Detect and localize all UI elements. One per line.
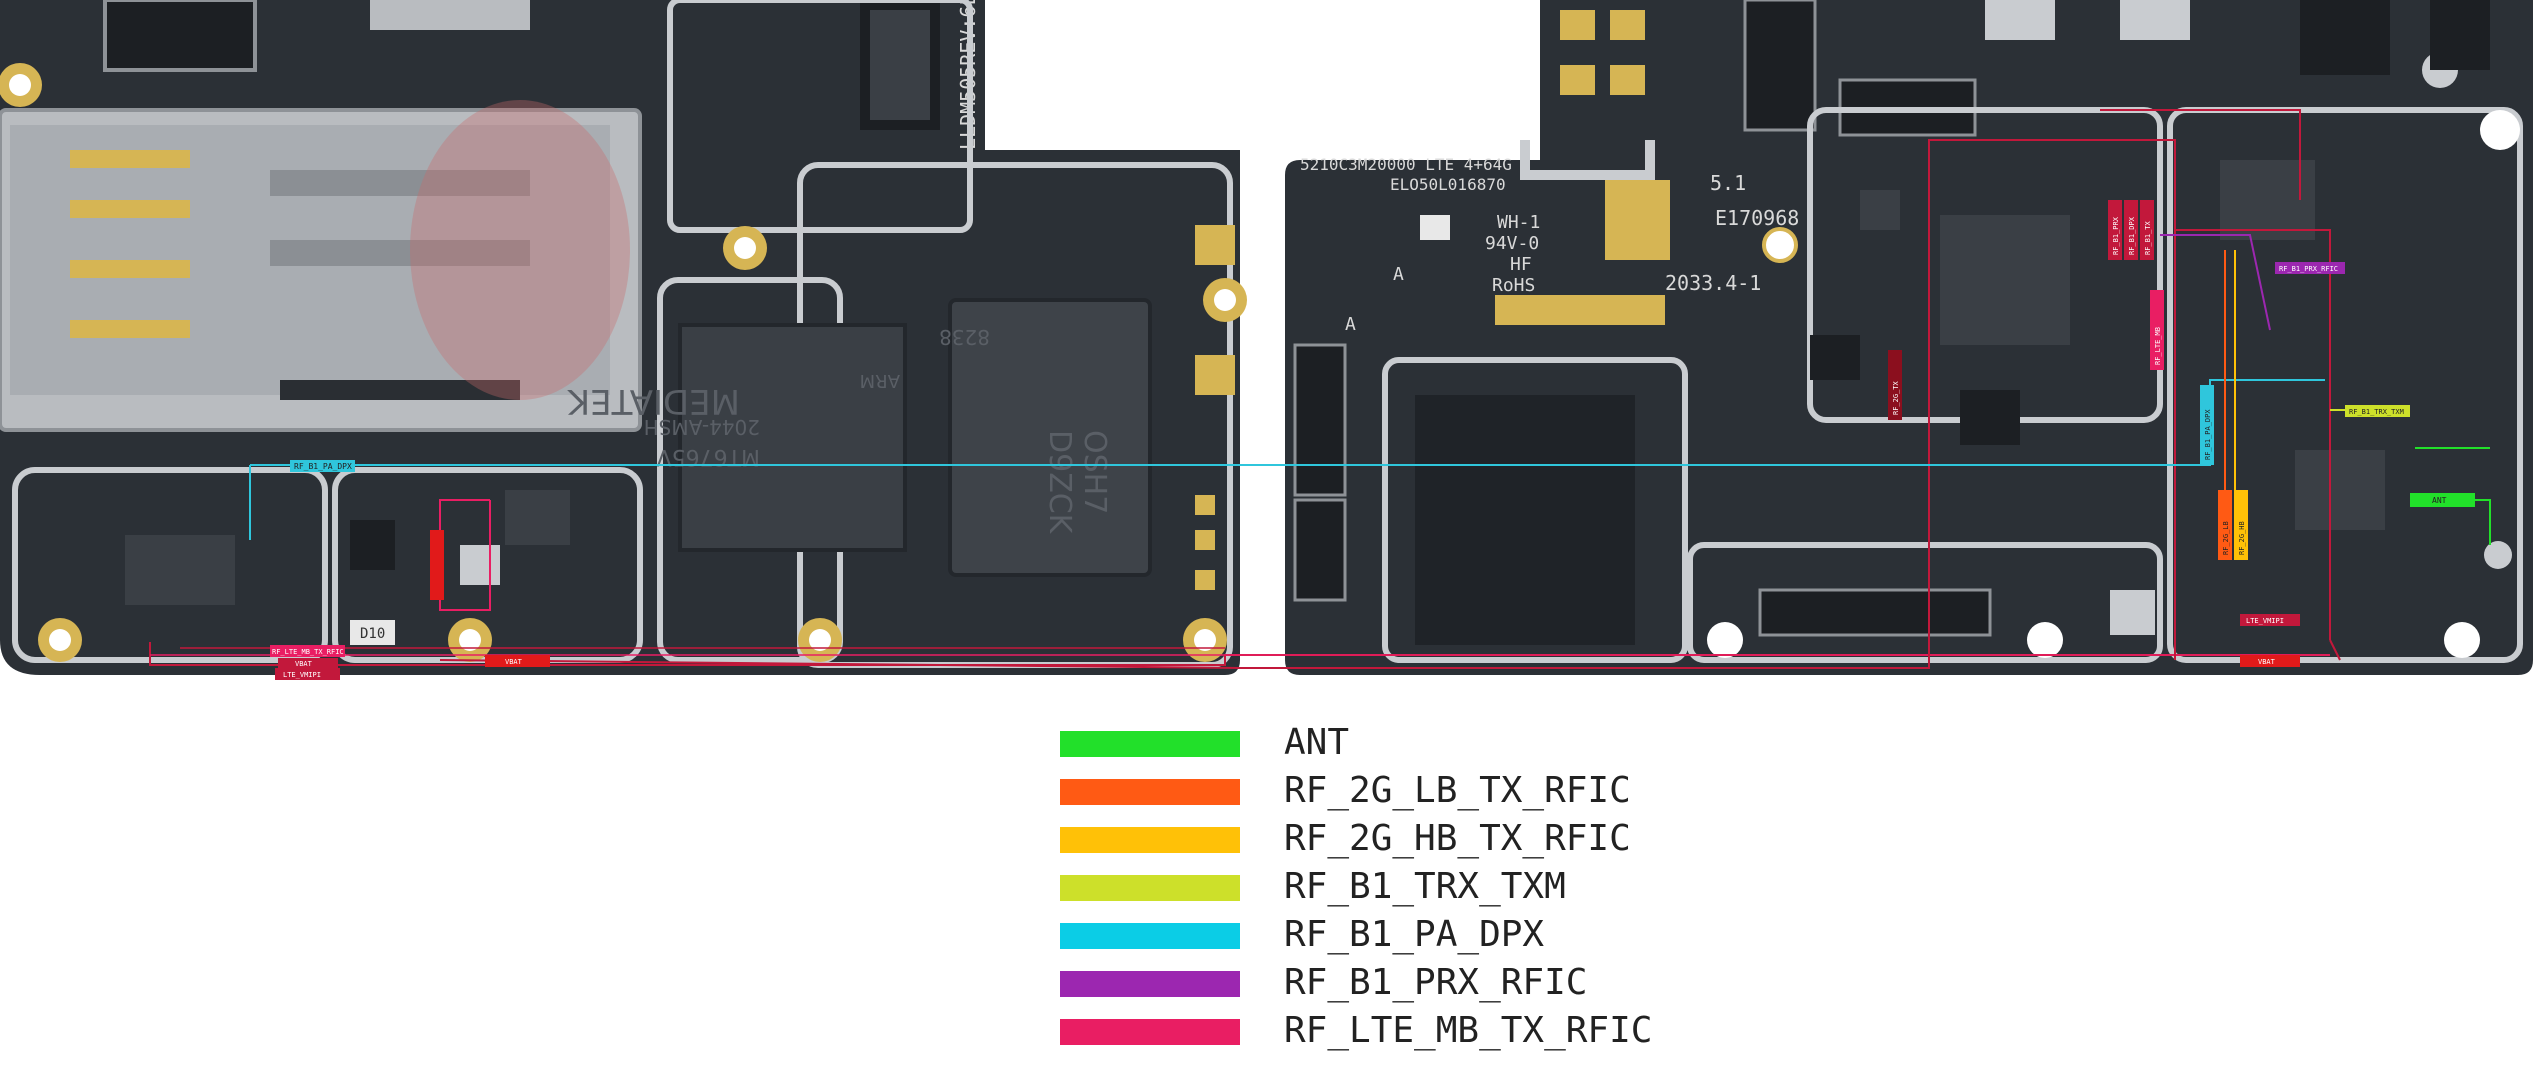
cert-rev: 5.1	[1710, 171, 1746, 195]
pcb-board-image: LLDM505REV:6L MT6765V 2044-AMSH MEDIATEK…	[0, 0, 2533, 680]
legend-swatch	[1060, 1019, 1240, 1045]
large-module	[1415, 395, 1635, 645]
tag-rf-b1-pa-dpx-left: RF_B1_PA_DPX	[294, 462, 352, 471]
legend-item-ant: ANT	[1060, 722, 1820, 763]
right-pcb-marking-1: 5210C3M20000 LTE 4+64G	[1300, 155, 1512, 174]
mem-marking-2: D9ZCK	[1042, 430, 1077, 535]
tag-lte-vmipi-right: LTE_VMIPI	[2246, 617, 2284, 625]
soc-brand: MEDIATEK	[566, 381, 740, 421]
legend-label: ANT	[1284, 722, 1350, 763]
pcb-board-svg: LLDM505REV:6L MT6765V 2044-AMSH MEDIATEK…	[0, 0, 2533, 680]
tag-vbat-left-1: VBAT	[295, 660, 313, 668]
tag-vbat-right: VBAT	[2258, 658, 2276, 666]
cert-line-1: WH-1	[1497, 212, 1540, 233]
soc-chip	[678, 323, 907, 552]
cert-line-4: RoHS	[1492, 275, 1535, 296]
tag-vert-7: RF_2G_TX	[1892, 380, 1900, 415]
mem-marking-3: OSH7	[1077, 430, 1112, 514]
legend-label: RF_LTE_MB_TX_RFIC	[1284, 1010, 1653, 1051]
mark-a-2: A	[1393, 264, 1404, 285]
tag-rf-lte-mb-tx-rfic-left: RF_LTE_MB_TX_RFIC	[272, 648, 344, 656]
legend-item-rf-2g-lb-tx-rfic: RF_2G_LB_TX_RFIC	[1060, 770, 1820, 811]
legend-swatch	[1060, 971, 1240, 997]
legend-label: RF_2G_LB_TX_RFIC	[1284, 770, 1631, 811]
cert-line-2: 94V-0	[1485, 233, 1539, 254]
legend-swatch	[1060, 827, 1240, 853]
tag-vert-3: RF_B1_TX	[2144, 220, 2152, 255]
legend-swatch	[1060, 731, 1240, 757]
date-code: 2033.4-1	[1665, 271, 1761, 295]
legend-item-rf-2g-hb-tx-rfic: RF_2G_HB_TX_RFIC	[1060, 818, 1820, 859]
legend-swatch	[1060, 923, 1240, 949]
net-tags: RF_B1_PA_DPX RF_LTE_MB_TX_RFIC VBAT LTE_…	[270, 200, 2475, 680]
soc-logo: ARM	[860, 370, 900, 391]
legend-label: RF_2G_HB_TX_RFIC	[1284, 818, 1631, 859]
legend-item-rf-b1-trx-txm: RF_B1_TRX_TXM	[1060, 866, 1820, 907]
connector-top-left-1	[103, 0, 257, 72]
tag-ant-right: ANT	[2432, 496, 2447, 505]
legend-item-rf-b1-pa-dpx: RF_B1_PA_DPX	[1060, 914, 1820, 955]
legend-swatch	[1060, 875, 1240, 901]
tag-rf-b1-pa-dpx-right: RF_B1_PA_DPX	[2204, 409, 2212, 460]
mark-a-1: A	[1345, 314, 1356, 335]
legend-label: RF_B1_PRX_RFIC	[1284, 962, 1588, 1003]
right-pcb-marking-2: ELO50L016870	[1390, 175, 1506, 194]
tag-vbat-left-2: VBAT	[505, 658, 523, 666]
tag-vert-4: RF_2G_LB	[2222, 521, 2230, 555]
mark-d10: D10	[360, 626, 385, 642]
memory-chip	[948, 298, 1152, 577]
right-board: 5210C3M20000 LTE 4+64G ELO50L016870 WH-1…	[1285, 0, 2533, 675]
mem-marking-1: 8238	[939, 325, 990, 349]
tag-vert-2: RF_B1_DPX	[2128, 216, 2136, 255]
legend-swatch	[1060, 779, 1240, 805]
tag-vert-6: RF_LTE_MB	[2154, 327, 2162, 365]
soc-marking-2: 2044-AMSH	[644, 415, 760, 439]
tag-vert-5: RF_2G_HB	[2238, 521, 2246, 555]
cert-code: E170968	[1715, 206, 1799, 230]
left-board: LLDM505REV:6L MT6765V 2044-AMSH MEDIATEK…	[0, 0, 1247, 675]
tag-lte-vmipi-left: LTE_VMIPI	[283, 671, 321, 679]
legend-label: RF_B1_TRX_TXM	[1284, 866, 1566, 907]
tag-rf-b1-prx-rfic-right: RF_B1_PRX_RFIC	[2279, 265, 2338, 273]
tag-rf-b1-trx-txm-right: RF_B1_TRX_TXM	[2349, 408, 2404, 416]
legend: ANT RF_2G_LB_TX_RFIC RF_2G_HB_TX_RFIC RF…	[1060, 722, 1820, 1068]
legend-item-rf-b1-prx-rfic: RF_B1_PRX_RFIC	[1060, 962, 1820, 1003]
legend-label: RF_B1_PA_DPX	[1284, 914, 1545, 955]
legend-item-rf-lte-mb-tx-rfic: RF_LTE_MB_TX_RFIC	[1060, 1010, 1820, 1051]
cert-line-3: HF	[1510, 254, 1532, 275]
tag-vert-1: RF_B1_PRX	[2112, 216, 2120, 255]
